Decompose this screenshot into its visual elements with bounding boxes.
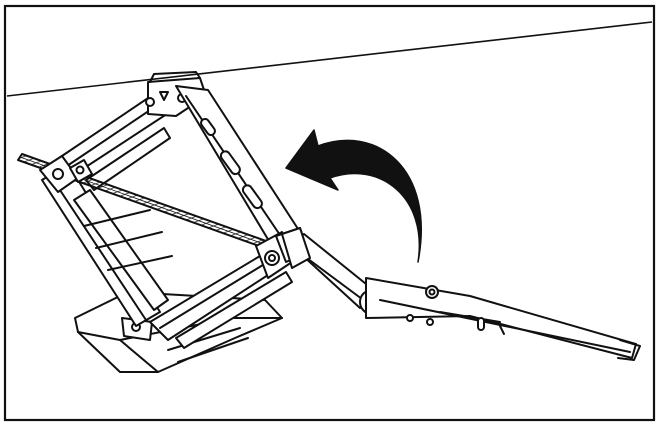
jack-lower-arm-left: [41, 163, 173, 327]
jack-left-pivot: [39, 155, 93, 193]
jack-crank-handle: [281, 227, 641, 361]
vehicle-underbody-line: [6, 21, 653, 97]
rotation-arrow-icon: [285, 129, 422, 263]
jack-lower-arm-right: [149, 249, 293, 349]
